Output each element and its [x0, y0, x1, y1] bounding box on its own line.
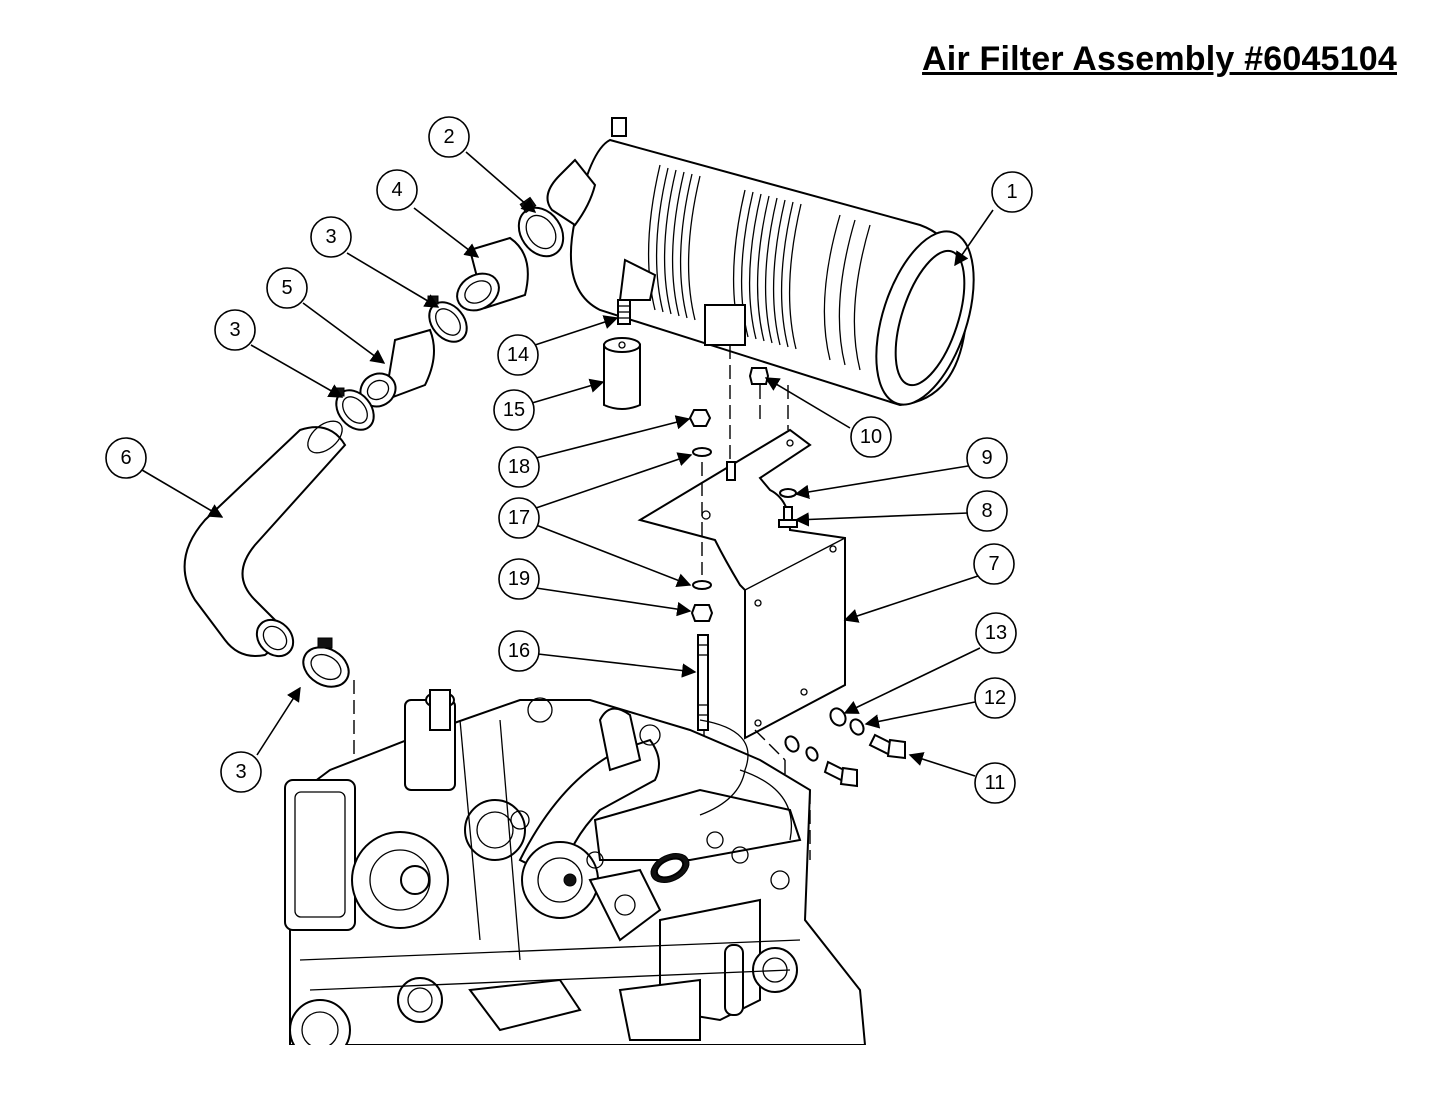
mounting-bracket: [637, 428, 846, 740]
bolt-11: [868, 733, 906, 760]
svg-text:18: 18: [508, 456, 530, 478]
washer-17-lower: [692, 580, 712, 590]
svg-text:5: 5: [281, 277, 292, 299]
washer-13: [829, 707, 847, 727]
callout-12: 12: [974, 677, 1016, 719]
reducer-coupler: [456, 236, 529, 312]
callout-14: 14: [497, 334, 539, 376]
svg-text:10: 10: [860, 426, 882, 448]
callout-18: 18: [498, 446, 540, 488]
engine-block: [284, 689, 867, 1045]
lower-hardware-set: [784, 735, 858, 788]
callout-5: 5: [266, 267, 308, 309]
callout-10: 10: [850, 416, 892, 458]
svg-text:9: 9: [981, 447, 992, 469]
svg-text:13: 13: [985, 622, 1007, 644]
svg-text:16: 16: [508, 640, 530, 662]
svg-text:6: 6: [120, 447, 131, 469]
hex-nut-18: [688, 409, 712, 427]
diagram-title: Air Filter Assembly #6045104: [922, 40, 1397, 78]
drain-fitting: [617, 299, 631, 325]
svg-text:15: 15: [503, 399, 525, 421]
svg-text:14: 14: [507, 344, 529, 366]
callout-16: 16: [498, 630, 540, 672]
callout-17: 17: [498, 497, 540, 539]
washer-17-top: [692, 447, 712, 457]
dust-valve: [603, 337, 641, 410]
callout-15: 15: [493, 389, 535, 431]
callout-13: 13: [975, 612, 1017, 654]
callout-8: 8: [966, 490, 1008, 532]
svg-text:4: 4: [391, 179, 402, 201]
stud-post: [726, 461, 736, 481]
callout-3a: 3: [310, 216, 352, 258]
callout-3b: 3: [214, 309, 256, 351]
svg-text:3: 3: [325, 226, 336, 248]
nut-19: [690, 604, 714, 622]
svg-text:7: 7: [988, 553, 999, 575]
svg-text:17: 17: [508, 507, 530, 529]
callout-9: 9: [966, 437, 1008, 479]
callout-7: 7: [973, 543, 1015, 585]
svg-text:3: 3: [235, 761, 246, 783]
callout-4: 4: [376, 169, 418, 211]
callout-6: 6: [105, 437, 147, 479]
callout-1: 1: [991, 171, 1033, 213]
formed-hose: [183, 420, 347, 658]
callout-2: 2: [428, 116, 470, 158]
stud-16: [697, 634, 709, 731]
svg-text:11: 11: [985, 772, 1006, 794]
callout-3c: 3: [220, 751, 262, 793]
air-filter-canister: [546, 117, 975, 407]
svg-text:12: 12: [984, 687, 1006, 709]
callout-19: 19: [498, 558, 540, 600]
svg-text:2: 2: [443, 126, 454, 148]
hose-clamp-bottom: [302, 637, 350, 688]
svg-text:3: 3: [229, 319, 240, 341]
svg-text:1: 1: [1006, 181, 1017, 203]
leader-lines: [141, 151, 994, 777]
svg-text:8: 8: [981, 500, 992, 522]
callout-11: 11: [974, 762, 1016, 804]
washer-9: [779, 488, 797, 498]
svg-text:19: 19: [508, 568, 530, 590]
bolt-10: [748, 367, 770, 385]
lockwasher-12: [849, 718, 865, 736]
